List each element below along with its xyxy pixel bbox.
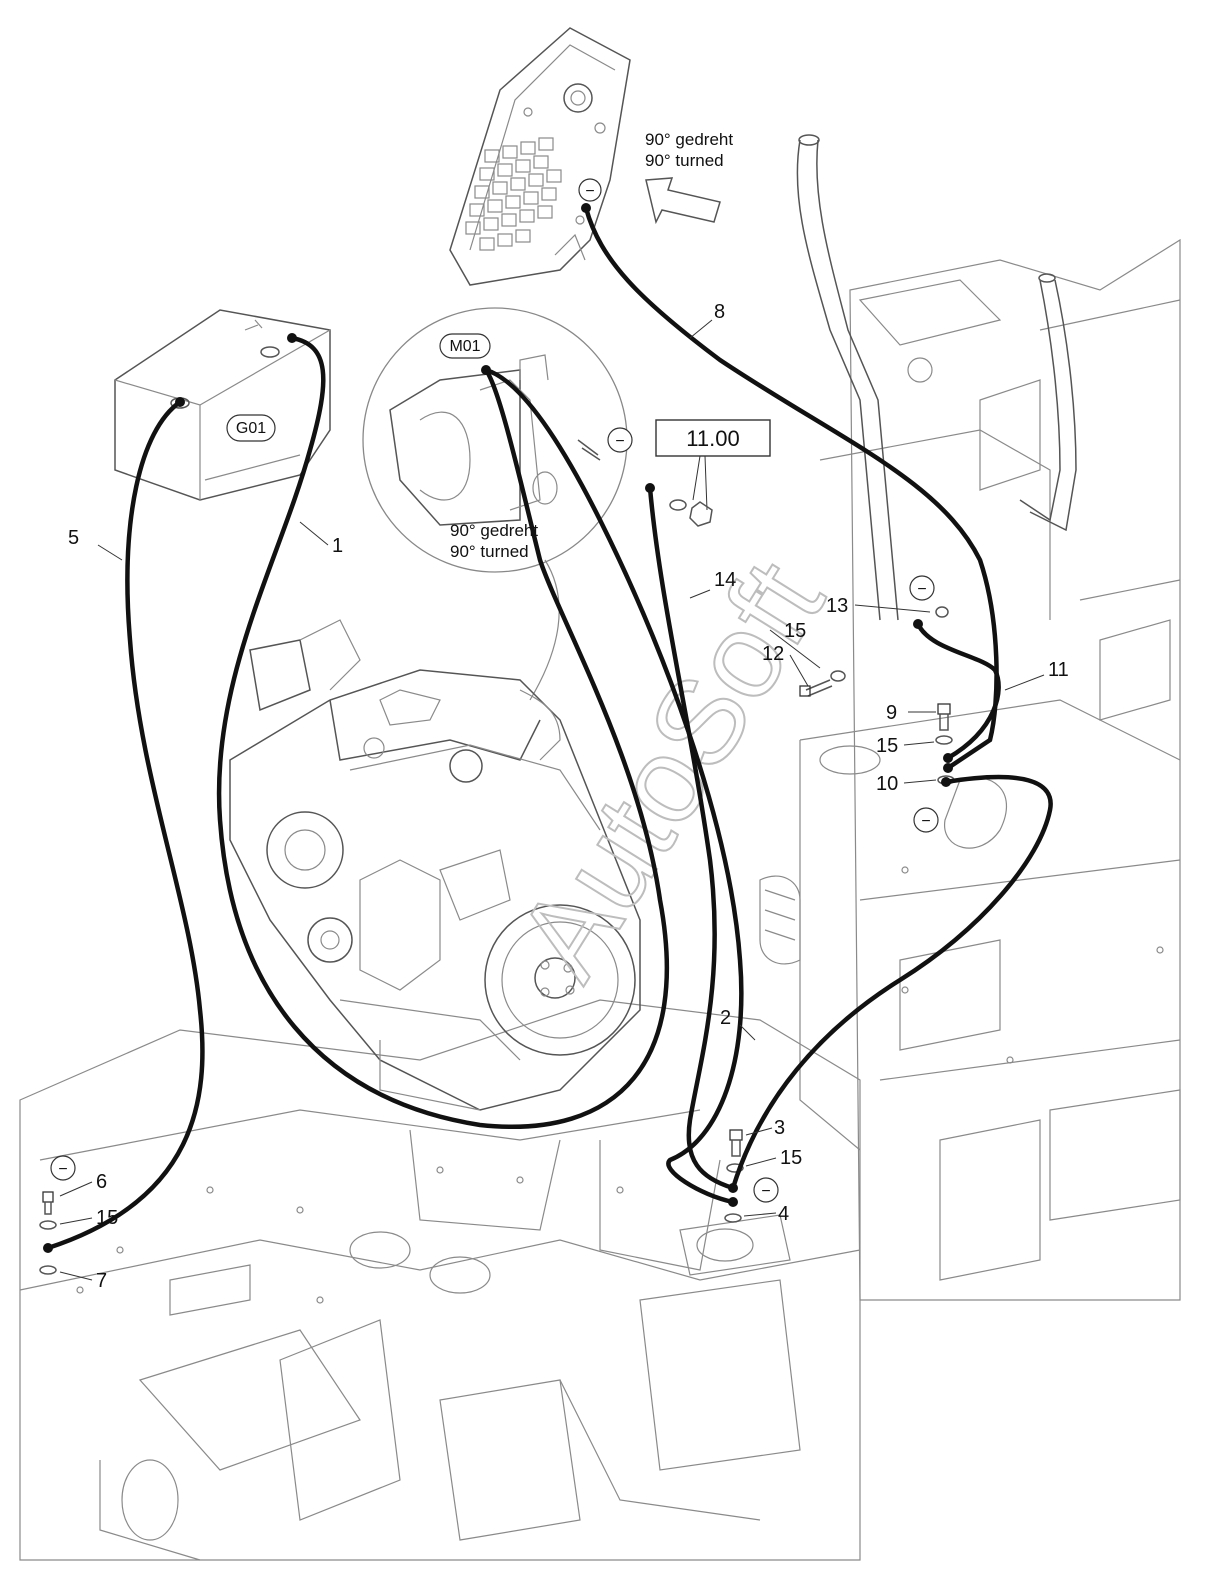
- callout-4: 4: [778, 1203, 789, 1225]
- cable-14: [647, 485, 736, 1191]
- battery-tag-label: G01: [236, 420, 266, 437]
- callout-14: 14: [714, 569, 736, 591]
- callout-8: 8: [714, 301, 725, 323]
- callout-15-upper: 15: [784, 620, 806, 642]
- ground-symbol-10: −: [921, 813, 930, 830]
- fuse-relay-panel: [449, 27, 631, 286]
- ground-symbol-panel: −: [585, 183, 594, 200]
- battery-tag: [226, 414, 276, 442]
- cables: [43, 203, 1053, 1253]
- callout-5: 5: [68, 527, 79, 549]
- panel-rotation-arrow: [645, 177, 721, 225]
- panel-rotated-note-en: 90° turned: [645, 151, 724, 170]
- battery: [114, 309, 331, 501]
- cab-structure: [759, 134, 1181, 1301]
- ground-symbol-6: −: [58, 1161, 67, 1178]
- callout-12: 12: [762, 643, 784, 665]
- leader-lines: [59, 319, 1045, 1281]
- callout-6: 6: [96, 1171, 107, 1193]
- starter-rotated-note-en: 90° turned: [450, 542, 529, 561]
- ground-symbol-13: −: [917, 581, 926, 598]
- callout-10: 10: [876, 773, 898, 795]
- cable-1: [216, 335, 670, 1129]
- ground-symbol-4: −: [761, 1183, 770, 1200]
- cable-2: [730, 774, 1053, 1191]
- starter-rotated-note-de: 90° gedreht: [450, 521, 538, 540]
- callout-11: 11: [1048, 659, 1069, 681]
- callout-15-frame-left: 15: [96, 1207, 118, 1229]
- ground-markers: [50, 178, 939, 1203]
- engine: [229, 619, 641, 1111]
- starter-detail-view: [362, 307, 628, 701]
- cable-starter-parallel: [483, 367, 744, 1205]
- cable-5: [45, 399, 205, 1251]
- watermark: AutoSoft: [492, 539, 850, 1000]
- ground-symbol-starter: −: [615, 433, 624, 450]
- callout-15-frame-right: 15: [780, 1147, 802, 1169]
- reference-box-label: 11.00: [686, 426, 739, 451]
- fasteners: [39, 606, 955, 1275]
- callout-2: 2: [720, 1007, 731, 1029]
- callout-9: 9: [886, 702, 897, 724]
- callout-7: 7: [96, 1270, 107, 1292]
- starter-tag: [439, 333, 491, 359]
- chassis-frame: [19, 999, 861, 1561]
- callout-15-cab: 15: [876, 735, 898, 757]
- callout-1: 1: [332, 535, 343, 557]
- cable-8: [583, 205, 999, 771]
- callout-3: 3: [774, 1117, 785, 1139]
- starter-tag-label: M01: [449, 338, 480, 355]
- callout-13: 13: [826, 595, 848, 617]
- reference-box: [655, 419, 771, 457]
- panel-rotated-note-de: 90° gedreht: [645, 130, 733, 149]
- cable-11: [915, 621, 1001, 761]
